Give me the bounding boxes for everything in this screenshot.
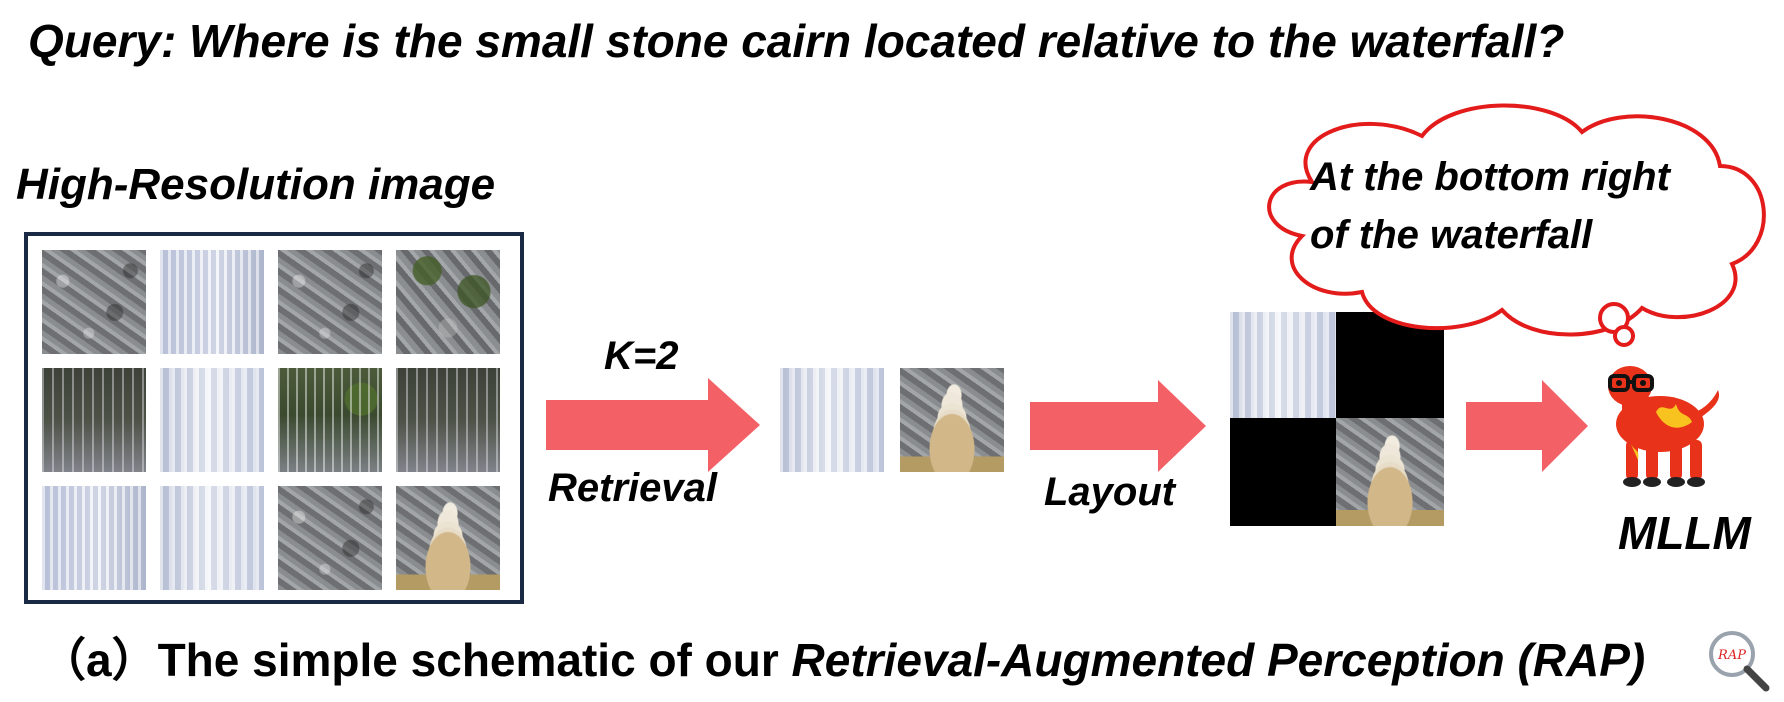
retrieved-crop-cairn [900, 368, 1004, 472]
image-crop-tile-cairn [396, 486, 500, 590]
answer-line-1: At the bottom right [1310, 155, 1670, 199]
high-res-image-title: High-Resolution image [16, 160, 496, 209]
query-text: Query: Where is the small stone cairn lo… [28, 15, 1565, 67]
mllm-mascot-icon [1608, 366, 1720, 487]
k-label: K=2 [604, 334, 679, 378]
image-crop-tile [42, 250, 146, 354]
retrieval-arrow [546, 378, 760, 472]
mllm-label: MLLM [1618, 507, 1751, 559]
answer-line-2: of the waterfall [1310, 213, 1593, 257]
layout-cell-waterfall [1230, 312, 1336, 418]
image-crop-tile [278, 368, 382, 472]
layout-cell-blank [1230, 418, 1336, 526]
image-crop-tile [160, 486, 264, 590]
layout-label: Layout [1044, 470, 1176, 514]
caption-prefix: （a）The simple schematic of our [40, 634, 792, 686]
figure-caption: （a）The simple schematic of our Retrieval… [40, 624, 1645, 690]
image-crop-tile [160, 250, 264, 354]
mllm-arrow [1466, 380, 1588, 472]
image-crop-tile [396, 250, 500, 354]
rap-magnifier-logo-icon: RAP [1709, 631, 1770, 692]
image-crop-tile [278, 486, 382, 590]
rap-logo-text: RAP [1717, 648, 1746, 663]
high-res-image-frame [24, 232, 524, 604]
image-crop-tile [42, 486, 146, 590]
thought-cloud [1267, 103, 1766, 347]
layout-arrow [1030, 380, 1206, 472]
image-crop-tile [396, 368, 500, 472]
image-crop-tile [42, 368, 146, 472]
image-crop-tile [278, 250, 382, 354]
caption-emphasis: Retrieval-Augmented Perception (RAP) [791, 634, 1646, 686]
retrieved-crop-waterfall [780, 368, 884, 472]
layout-cell-cairn [1336, 418, 1444, 526]
retrieval-label: Retrieval [548, 466, 717, 510]
answer-text: At the bottom right of the waterfall [1310, 148, 1670, 264]
image-crop-tile-waterfall [160, 368, 264, 472]
